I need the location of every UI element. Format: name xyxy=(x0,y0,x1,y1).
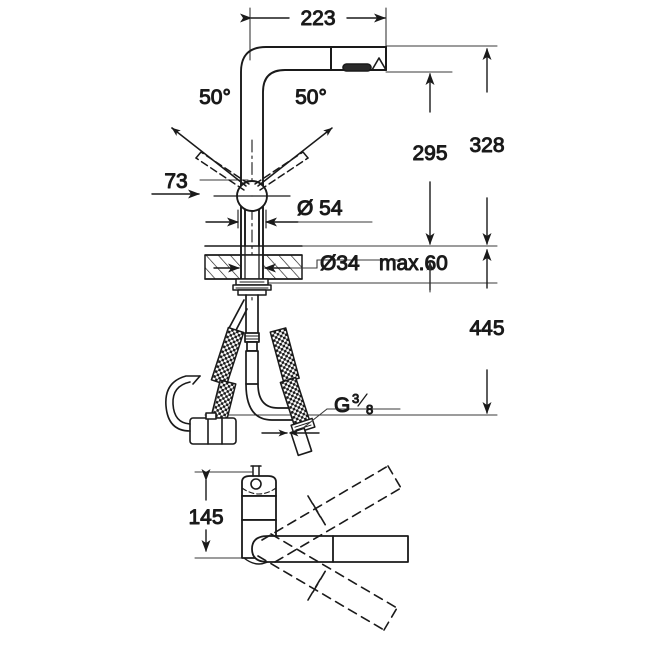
dimension-d34 xyxy=(213,259,405,273)
dimension-label-max60: max.60 xyxy=(379,252,448,275)
pullout-hose xyxy=(244,332,301,421)
hose-weight xyxy=(165,375,237,445)
plan-spout-solid xyxy=(251,535,409,563)
mounting-nut-assembly xyxy=(232,278,272,296)
dimension-label-d54: Ø 54 xyxy=(297,197,343,220)
witness-lines xyxy=(199,7,498,416)
worktop-section xyxy=(204,245,303,290)
dimension-label-445: 445 xyxy=(469,317,504,340)
dimension-label-50-left: 50° xyxy=(199,86,231,109)
dimension-label-328: 328 xyxy=(469,134,504,157)
dimension-label-223: 223 xyxy=(300,7,335,30)
plan-view: 145 xyxy=(188,465,409,631)
dimension-label-73: 73 xyxy=(164,170,187,193)
plan-spout-swivel-down xyxy=(257,533,398,631)
dimension-label-g-denominator: 8 xyxy=(366,402,373,417)
lever-dashed-left xyxy=(195,151,250,191)
dimension-label-145: 145 xyxy=(188,506,223,529)
dimension-label-50-right: 50° xyxy=(295,86,327,109)
plan-spout-swivel-up xyxy=(261,465,402,563)
lever-dashed-right xyxy=(254,151,309,191)
swivel-angle-arrow-left xyxy=(171,127,177,132)
dimension-d54 xyxy=(205,209,373,229)
dimension-label-295: 295 xyxy=(412,142,447,165)
dimension-label-g-numerator: 3 xyxy=(352,391,359,406)
dimension-label-g: G xyxy=(334,394,350,417)
dimension-label-d34: Ø34 xyxy=(320,252,360,275)
front-elevation-view: 223 xyxy=(151,7,505,457)
pivot-ball-joint xyxy=(213,180,291,212)
dimension-g38 xyxy=(261,408,401,437)
pullout-grip xyxy=(342,63,372,72)
